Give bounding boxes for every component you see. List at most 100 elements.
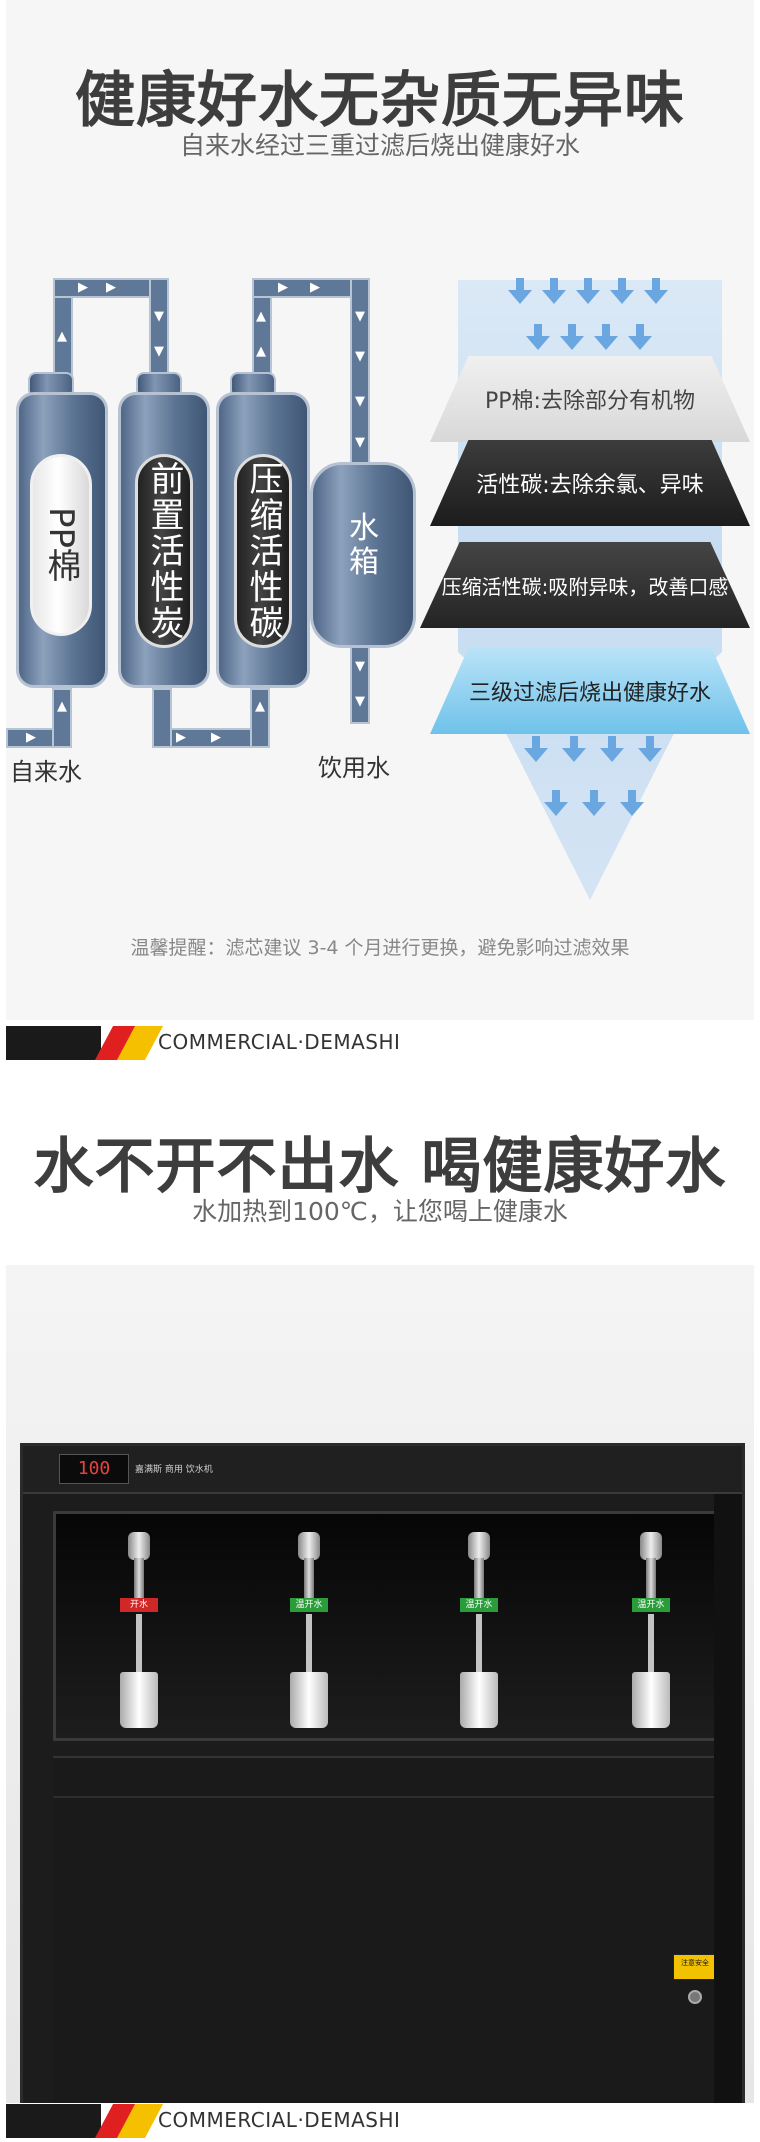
faucet-icon (298, 1532, 320, 1560)
water-stream (306, 1614, 312, 1674)
inlet-label: 自来水 (10, 758, 82, 786)
flow-arrow-icon: ▲ (57, 699, 67, 714)
dispenser-section: 100 嘉满斯 商用 饮水机 开水 温开水 温开水 (6, 1265, 754, 2103)
flow-arrow-icon: ▶ (278, 280, 288, 295)
tank-label: 水箱 (349, 511, 379, 580)
faucet-icon (640, 1532, 662, 1560)
tap-1[interactable]: 开水 (108, 1514, 168, 1744)
flow-arrow-icon: ▶ (78, 280, 88, 295)
flow-arrow-icon: ▶ (176, 730, 186, 745)
flow-arrow-icon: ▶ (310, 280, 320, 295)
down-arrow-icon (526, 324, 550, 350)
tap-tag: 开水 (120, 1598, 158, 1612)
flow-arrow-icon: ▲ (256, 309, 266, 324)
faucet-neck (646, 1558, 656, 1598)
filter-label-2: 前置活性炭 (135, 454, 193, 648)
temperature-display: 100 (59, 1454, 129, 1484)
down-arrow-icon (560, 324, 584, 350)
down-arrow-icon (576, 278, 600, 304)
filter-pre-carbon-label: 前置活性炭 (144, 461, 184, 641)
tap-4[interactable]: 温开水 (620, 1514, 680, 1744)
layer-pp-cotton: PP棉:去除部分有机物 (430, 356, 750, 442)
flow-arrow-icon: ▼ (355, 659, 365, 674)
filter-label-3: 压缩活性碳 (234, 454, 292, 648)
water-stream (648, 1614, 654, 1674)
flow-arrow-icon: ▼ (154, 309, 164, 324)
brand-text: COMMERCIAL·DEMASHI (158, 1030, 401, 1054)
outlet-label: 饮用水 (318, 754, 390, 782)
flow-arrow-icon: ▶ (26, 730, 36, 745)
water-dispenser: 100 嘉满斯 商用 饮水机 开水 温开水 温开水 (20, 1443, 745, 2103)
layer-result: 三级过滤后烧出健康好水 (430, 648, 750, 734)
section2-subtitle: 水加热到100℃，让您喝上健康水 (192, 1197, 568, 1226)
down-arrow-icon (508, 278, 532, 304)
down-arrow-icon (638, 736, 662, 762)
pipe-inlet-up (52, 688, 72, 748)
faucet-neck (304, 1558, 314, 1598)
water-stream (476, 1614, 482, 1674)
band-black-block (6, 2104, 101, 2138)
flow-arrow-icon: ▶ (106, 280, 116, 295)
flow-arrow-icon: ▼ (355, 309, 365, 324)
down-arrow-icon (542, 278, 566, 304)
flow-arrow-icon: ▲ (57, 329, 67, 344)
faucet-neck (474, 1558, 484, 1598)
cabinet-brand: 嘉满斯 商用 饮水机 (135, 1465, 213, 1475)
down-arrow-icon (594, 324, 618, 350)
pipe-bottom-1-r (250, 688, 270, 748)
filter-tip: 温馨提醒：滤芯建议 3-4 个月进行更换，避免影响过滤效果 (130, 937, 630, 959)
flow-arrow-icon: ▶ (211, 730, 221, 745)
cabinet-lower: 注意安全 (53, 1756, 718, 2103)
brand-band: COMMERCIAL·DEMASHI (6, 2104, 754, 2138)
section1-title: 健康好水无杂质无异味 (75, 66, 685, 136)
layer-activated-carbon: 活性碳:去除余氯、异味 (430, 440, 750, 526)
brand-band: COMMERCIAL·DEMASHI (6, 1026, 754, 1060)
layer-compressed-carbon: 压缩活性碳:吸附异味，改善口感 (420, 542, 750, 628)
tap-2[interactable]: 温开水 (278, 1514, 338, 1744)
filter-label-1: PP棉 (30, 454, 92, 636)
filter-compressed-carbon-label: 压缩活性碳 (243, 461, 283, 641)
filter-pp-label: PP棉 (41, 507, 81, 583)
tap-tag: 温开水 (460, 1598, 498, 1612)
filtration-section: 健康好水无杂质无异味 自来水经过三重过滤后烧出健康好水 ▲ ▲ ▶ ▶ ▼ ▼ … (6, 0, 754, 1020)
cup-icon (632, 1672, 670, 1728)
down-arrow-icon (582, 790, 606, 816)
warning-label: 注意安全 (673, 1954, 717, 1980)
flow-arrow-icon: ▲ (256, 344, 266, 359)
down-arrow-icon (524, 736, 548, 762)
faucet-icon (468, 1532, 490, 1560)
flow-arrow-icon: ▼ (355, 394, 365, 409)
layer-pp-label: PP棉:去除部分有机物 (485, 389, 695, 414)
lock-icon[interactable] (688, 1990, 702, 2004)
tap-tag: 温开水 (632, 1598, 670, 1612)
tap-tag: 温开水 (290, 1598, 328, 1612)
flow-arrow-icon: ▼ (355, 435, 365, 450)
section2-title: 水不开不出水 喝健康好水 (33, 1132, 727, 1202)
cabinet-side (714, 1494, 742, 2103)
down-arrow-icon (628, 324, 652, 350)
faucet-neck (134, 1558, 144, 1598)
flow-arrow-icon: ▼ (355, 694, 365, 709)
pipe-outlet (350, 646, 370, 724)
water-stream (136, 1614, 142, 1674)
brand-text: COMMERCIAL·DEMASHI (158, 2108, 401, 2132)
flow-arrow-icon: ▼ (154, 344, 164, 359)
flow-arrow-icon: ▲ (255, 699, 265, 714)
pipe-bottom-1-l (152, 688, 172, 748)
layer-result-label: 三级过滤后烧出健康好水 (468, 681, 711, 706)
down-arrow-icon (620, 790, 644, 816)
band-black-block (6, 1026, 101, 1060)
cup-icon (290, 1672, 328, 1728)
down-arrow-icon (644, 278, 668, 304)
down-arrow-icon (610, 278, 634, 304)
layer-compressed-label: 压缩活性碳:吸附异味，改善口感 (441, 574, 729, 599)
down-arrow-icon (544, 790, 568, 816)
water-tank (310, 462, 416, 648)
flow-arrow-icon: ▼ (355, 349, 365, 364)
layer-carbon-label: 活性碳:去除余氯、异味 (476, 473, 704, 498)
cabinet-seam (53, 1796, 718, 1798)
faucet-icon (128, 1532, 150, 1560)
cup-icon (120, 1672, 158, 1728)
tap-3[interactable]: 温开水 (448, 1514, 508, 1744)
down-arrow-icon (600, 736, 624, 762)
